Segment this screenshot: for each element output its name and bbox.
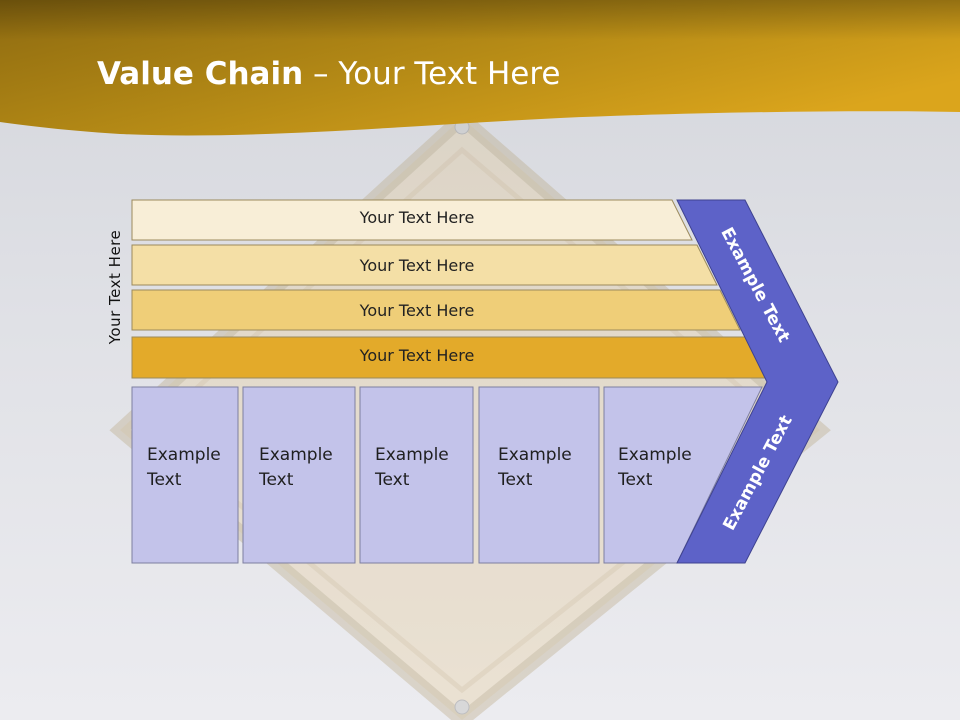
primary-activity-line2: Text: [147, 470, 182, 490]
support-activity-label: Your Text Here: [359, 208, 475, 227]
primary-activity-line2: Text: [618, 470, 653, 490]
primary-activity-line2: Text: [375, 470, 410, 490]
title-rest: – Your Text Here: [303, 56, 561, 92]
title-bold: Value Chain: [97, 56, 304, 92]
margin-chevron: [676, 199, 839, 564]
primary-activity-box: [359, 386, 474, 564]
diagram-reflection: ExampleTextExampleTextExampleTextExample…: [0, 565, 960, 720]
primary-activity-line1: Example: [259, 445, 333, 465]
support-activity-bar: [131, 199, 693, 241]
slide-title: Value Chain – Your Text Here: [97, 54, 560, 94]
primary-activity-box: [131, 386, 239, 564]
primary-activity-line1: Example: [147, 445, 221, 465]
primary-activity-line2: Text: [498, 470, 533, 490]
primary-activity-line1: Example: [618, 445, 692, 465]
support-activity-bar: [131, 244, 718, 286]
support-activity-bar: [131, 289, 741, 331]
primary-activity-line1: Example: [375, 445, 449, 465]
primary-activity-line1: Example: [498, 445, 572, 465]
support-activity-label: Your Text Here: [359, 256, 475, 275]
primary-activity-line2: Text: [259, 470, 294, 490]
primary-activity-box: [242, 386, 356, 564]
support-activity-label: Your Text Here: [359, 346, 475, 365]
support-activity-label: Your Text Here: [359, 301, 475, 320]
primary-activity-box: [478, 386, 600, 564]
